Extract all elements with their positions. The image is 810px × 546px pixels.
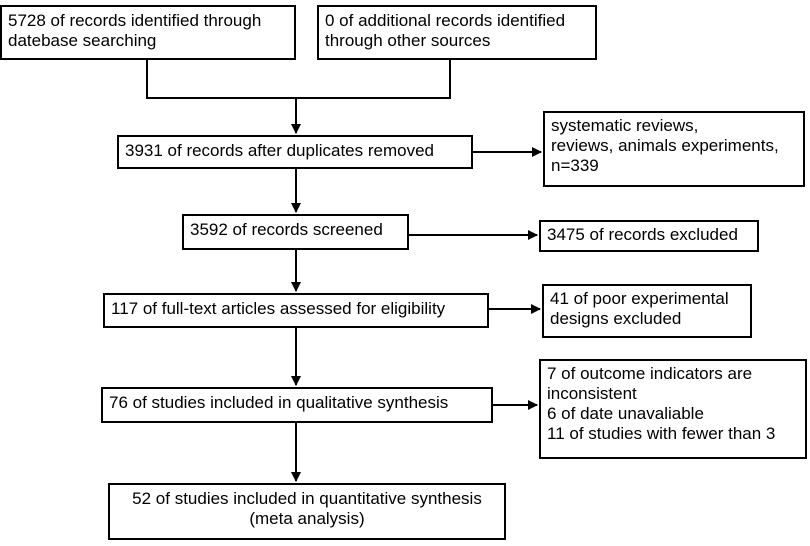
- quantitative-box: 52 of studies included in quantitative s…: [108, 483, 506, 540]
- screened-label: 3592 of records screened: [190, 220, 383, 239]
- identified-other-line-2: through other sources: [325, 31, 491, 50]
- excluded-reviews-box: systematic reviews, reviews, animals exp…: [543, 111, 805, 187]
- qualitative-box: 76 of studies included in qualitative sy…: [101, 387, 493, 423]
- identified-database-line-1: 5728 of records identified through: [8, 11, 262, 30]
- identified-database-box: 5728 of records identified through dateb…: [0, 5, 296, 60]
- excluded-reviews-line-3: n=339: [551, 156, 599, 175]
- quantitative-line-1: 52 of studies included in quantitative s…: [132, 489, 482, 508]
- excluded-outcome-line-1: 7 of outcome indicators are: [547, 364, 753, 383]
- excluded-poor-design-line-2: designs excluded: [550, 309, 682, 328]
- full-text-label: 117 of full-text articles assessed for e…: [111, 299, 446, 318]
- after-duplicates-label: 3931 of records after duplicates removed: [125, 141, 435, 160]
- excluded-poor-design-line-1: 41 of poor experimental: [550, 289, 729, 308]
- screened-box: 3592 of records screened: [182, 214, 409, 250]
- merge-connector: [146, 60, 451, 99]
- excluded-outcome-box: 7 of outcome indicators are inconsistent…: [539, 359, 807, 459]
- qualitative-label: 76 of studies included in qualitative sy…: [109, 393, 449, 412]
- excluded-outcome-line-3: 6 of date unavaliable: [547, 404, 704, 423]
- excluded-outcome-line-2: inconsistent: [547, 384, 637, 403]
- full-text-box: 117 of full-text articles assessed for e…: [103, 293, 489, 328]
- excluded-reviews-line-1: systematic reviews,: [551, 116, 699, 135]
- excluded-outcome-line-4: 11 of studies with fewer than 3: [547, 424, 776, 443]
- after-duplicates-box: 3931 of records after duplicates removed: [117, 135, 473, 169]
- excluded-poor-design-box: 41 of poor experimental designs excluded: [542, 284, 752, 338]
- excluded-records-label: 3475 of records excluded: [547, 225, 738, 244]
- identified-database-line-2: datebase searching: [8, 31, 157, 50]
- identified-other-box: 0 of additional records identified throu…: [317, 5, 597, 60]
- identified-other-line-1: 0 of additional records identified: [325, 11, 566, 30]
- excluded-reviews-line-2: reviews, animals experiments,: [551, 136, 779, 155]
- excluded-records-box: 3475 of records excluded: [539, 220, 759, 252]
- quantitative-line-2: (meta analysis): [249, 509, 365, 528]
